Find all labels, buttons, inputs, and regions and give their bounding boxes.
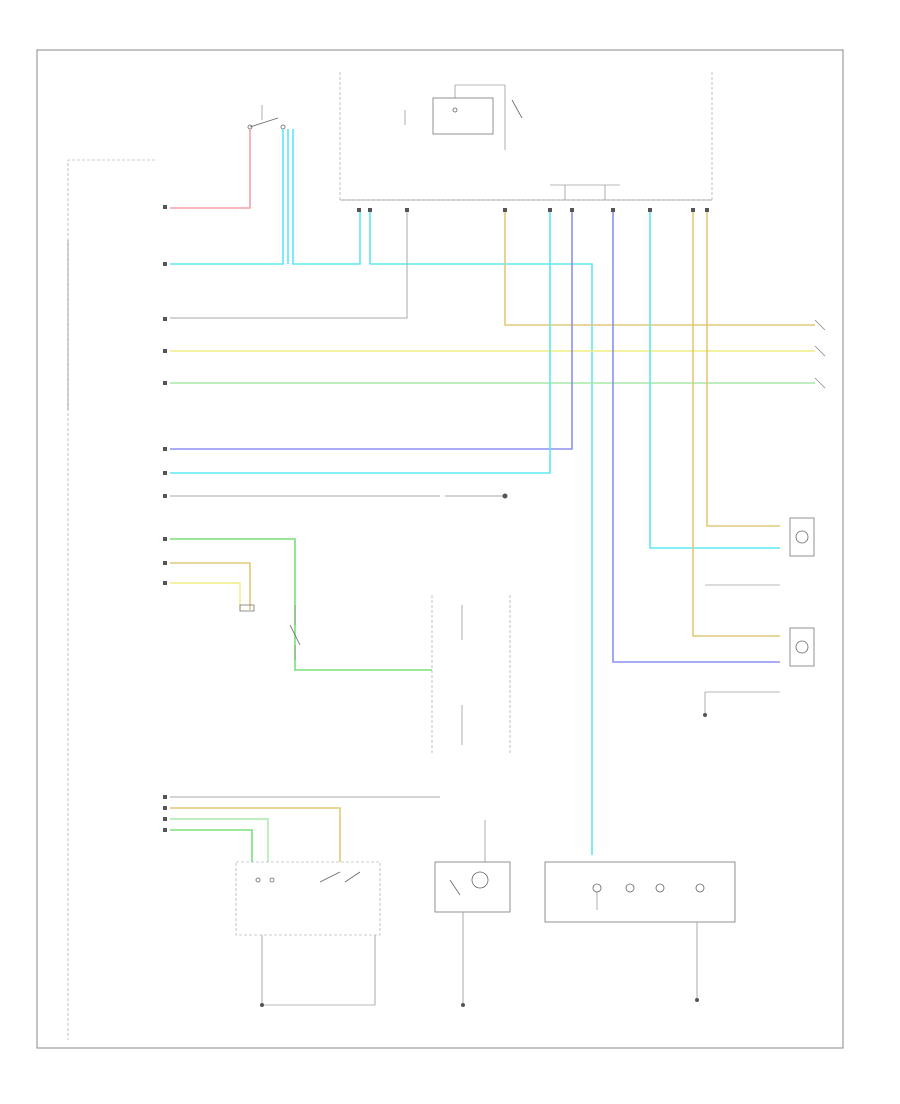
wire-yellow-short xyxy=(170,582,241,610)
wire-cyan-left-lamp xyxy=(649,210,780,549)
instrument-cluster-box xyxy=(431,595,511,755)
wire-cyan-bundle xyxy=(170,129,593,855)
module-pin-stubs xyxy=(357,208,709,212)
wire-blue-right-lamp xyxy=(612,210,780,663)
wire-bottom-green-2 xyxy=(170,829,253,862)
wire-green-switch xyxy=(170,538,432,671)
wire-pink xyxy=(170,129,251,209)
wire-bottom-tan xyxy=(170,807,341,862)
wire-grey xyxy=(170,210,408,319)
wire-tan-right-lamp xyxy=(692,210,780,637)
right-edge-connectors xyxy=(814,319,826,389)
left-connector-pins xyxy=(163,205,167,832)
instrument-cluster xyxy=(544,861,736,1002)
wire-right-turn xyxy=(170,210,573,450)
wire-tan-1 xyxy=(504,210,815,326)
right-front-turn-lamp xyxy=(703,627,815,717)
ignition-switch-symbol xyxy=(247,105,286,130)
hazard-switch xyxy=(434,820,511,1007)
diagram-border xyxy=(36,49,844,1049)
turn-signal-switch xyxy=(235,861,381,1007)
wire-bottom-green xyxy=(170,818,269,862)
wire-left-turn xyxy=(170,210,551,474)
left-connector-bracket xyxy=(67,159,155,1040)
wire-tan-left-lamp xyxy=(706,210,780,527)
left-front-turn-lamp xyxy=(705,517,815,586)
wire-tan-short xyxy=(170,562,251,610)
top-module-box xyxy=(339,72,713,201)
relay-symbol xyxy=(239,604,301,660)
